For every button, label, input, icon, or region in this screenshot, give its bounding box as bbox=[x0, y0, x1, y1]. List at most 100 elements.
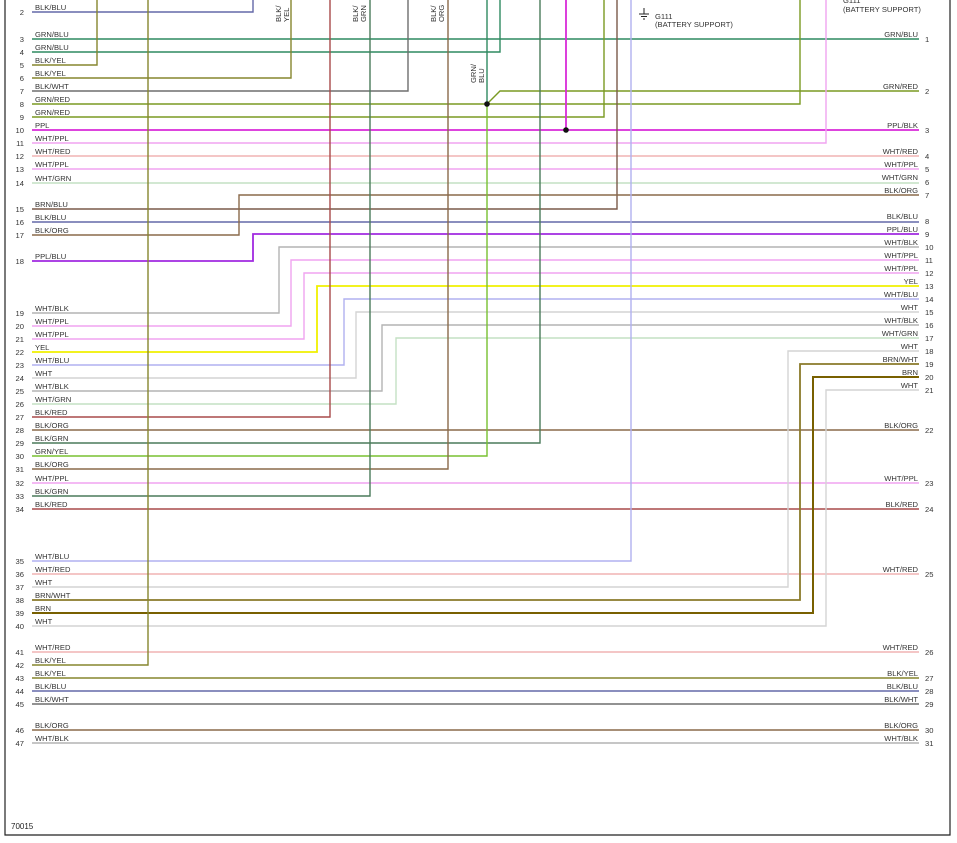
right-wire-label-25: WHT/RED bbox=[883, 565, 919, 574]
left-wire-label-43: BLK/YEL bbox=[35, 669, 66, 678]
right-pin-number-28: 28 bbox=[925, 687, 933, 696]
right-pin-number-8: 8 bbox=[925, 217, 929, 226]
right-pin-number-3: 3 bbox=[925, 126, 929, 135]
right-wire-label-3: PPL/BLK bbox=[887, 121, 918, 130]
left-pin-number-44: 44 bbox=[16, 687, 24, 696]
left-pin-number-29: 29 bbox=[16, 439, 24, 448]
right-wire-label-22: BLK/ORG bbox=[884, 421, 918, 430]
document-id: 70015 bbox=[11, 822, 34, 831]
wire-left-20-right-11 bbox=[32, 259, 919, 327]
right-wire-label-19: BRN/WHT bbox=[883, 355, 919, 364]
right-wire-label-18: WHT bbox=[901, 342, 919, 351]
left-wire-label-40: WHT bbox=[35, 617, 53, 626]
left-pin-number-6: 6 bbox=[20, 74, 24, 83]
left-wire-label-36: WHT/RED bbox=[35, 565, 71, 574]
left-wire-label-33: BLK/GRN bbox=[35, 487, 68, 496]
right-wire-label-12: WHT/PPL bbox=[884, 264, 918, 273]
left-wire-label-25: WHT/BLK bbox=[35, 382, 69, 391]
right-wire-label-9: PPL/BLU bbox=[887, 225, 918, 234]
right-pin-number-15: 15 bbox=[925, 308, 933, 317]
wire-splice-grn-red-up bbox=[487, 0, 801, 105]
wire-left-25-right-16 bbox=[32, 324, 919, 392]
wire-left-33 bbox=[32, 0, 371, 497]
left-wire-label-29: BLK/GRN bbox=[35, 434, 68, 443]
right-wire-label-27: BLK/YEL bbox=[887, 669, 918, 678]
left-pin-number-32: 32 bbox=[16, 479, 24, 488]
wire-left-39-right-20 bbox=[32, 376, 919, 614]
ground-icon bbox=[639, 8, 649, 20]
left-wire-label-18: PPL/BLU bbox=[35, 252, 66, 261]
left-pin-number-22: 22 bbox=[16, 348, 24, 357]
left-pin-number-35: 35 bbox=[16, 557, 24, 566]
left-wire-label-16: BLK/BLU bbox=[35, 213, 66, 222]
wire-left-26-right-17 bbox=[32, 337, 919, 405]
left-wire-label-9: GRN/RED bbox=[35, 108, 71, 117]
right-wire-label-17: WHT/GRN bbox=[882, 329, 918, 338]
right-wire-label-8: BLK/BLU bbox=[887, 212, 918, 221]
right-wire-label-11: WHT/PPL bbox=[884, 251, 918, 260]
wire-left-21-right-12 bbox=[32, 272, 919, 340]
right-pin-number-25: 25 bbox=[925, 570, 933, 579]
wire-left-29 bbox=[32, 0, 541, 444]
left-pin-number-45: 45 bbox=[16, 700, 24, 709]
left-pin-number-38: 38 bbox=[16, 596, 24, 605]
right-wire-label-26: WHT/RED bbox=[883, 643, 919, 652]
left-pin-number-43: 43 bbox=[16, 674, 24, 683]
left-pin-number-28: 28 bbox=[16, 426, 24, 435]
wire-left-31 bbox=[32, 0, 449, 470]
wire-left-15 bbox=[32, 0, 618, 210]
wire-layer bbox=[32, 0, 919, 744]
left-wire-label-19: WHT/BLK bbox=[35, 304, 69, 313]
left-wire-label-38: BRN/WHT bbox=[35, 591, 71, 600]
left-pin-number-18: 18 bbox=[16, 257, 24, 266]
right-wire-label-16: WHT/BLK bbox=[884, 316, 918, 325]
left-pin-number-27: 27 bbox=[16, 413, 24, 422]
left-pin-number-25: 25 bbox=[16, 387, 24, 396]
top-label-blk-org: BLK/ORG bbox=[429, 5, 446, 22]
right-pin-number-23: 23 bbox=[925, 479, 933, 488]
right-wire-label-2: GRN/RED bbox=[883, 82, 919, 91]
left-wire-label-15: BRN/BLU bbox=[35, 200, 68, 209]
right-wire-label-20: BRN bbox=[902, 368, 918, 377]
left-pin-number-11: 11 bbox=[16, 139, 24, 148]
left-wire-label-32: WHT/PPL bbox=[35, 474, 69, 483]
right-pin-number-16: 16 bbox=[925, 321, 933, 330]
ground-location-top: (BATTERY SUPPORT) bbox=[843, 5, 921, 14]
wire-left-6 bbox=[32, 0, 292, 79]
left-pin-number-37: 37 bbox=[16, 583, 24, 592]
top-label-blk-grn: BLK/GRN bbox=[351, 5, 368, 22]
splice-point bbox=[563, 127, 569, 133]
right-pin-number-26: 26 bbox=[925, 648, 933, 657]
right-pin-number-21: 21 bbox=[925, 386, 933, 395]
left-wire-label-26: WHT/GRN bbox=[35, 395, 71, 404]
left-wire-label-8: GRN/RED bbox=[35, 95, 71, 104]
left-pin-number-9: 9 bbox=[20, 113, 24, 122]
left-wire-label-23: WHT/BLU bbox=[35, 356, 69, 365]
left-pin-number-5: 5 bbox=[20, 61, 24, 70]
ground-label-top: G111 bbox=[843, 0, 860, 5]
left-wire-label-6: BLK/YEL bbox=[35, 69, 66, 78]
wire-left-27 bbox=[32, 0, 331, 418]
left-wire-label-39: BRN bbox=[35, 604, 51, 613]
right-pin-number-12: 12 bbox=[925, 269, 933, 278]
right-pin-number-2: 2 bbox=[925, 87, 929, 96]
left-wire-label-11: WHT/PPL bbox=[35, 134, 69, 143]
wire-left-17-right-7 bbox=[32, 194, 919, 236]
right-pin-number-10: 10 bbox=[925, 243, 933, 252]
right-wire-label-24: BLK/RED bbox=[886, 500, 919, 509]
wire-left-18-right-9 bbox=[32, 233, 919, 262]
left-pin-number-15: 15 bbox=[16, 205, 24, 214]
left-wire-label-5: BLK/YEL bbox=[35, 56, 66, 65]
left-pin-number-42: 42 bbox=[16, 661, 24, 670]
left-wire-label-41: WHT/RED bbox=[35, 643, 71, 652]
left-pin-number-14: 14 bbox=[16, 179, 24, 188]
wire-left-38-right-19 bbox=[32, 363, 919, 601]
left-wire-label-10: PPL bbox=[35, 121, 49, 130]
left-pin-number-4: 4 bbox=[20, 48, 24, 57]
right-wire-label-28: BLK/BLU bbox=[887, 682, 918, 691]
left-pin-number-3: 3 bbox=[20, 35, 24, 44]
left-wire-label-24: WHT bbox=[35, 369, 53, 378]
left-wire-label-46: BLK/ORG bbox=[35, 721, 69, 730]
right-wire-label-4: WHT/RED bbox=[883, 147, 919, 156]
